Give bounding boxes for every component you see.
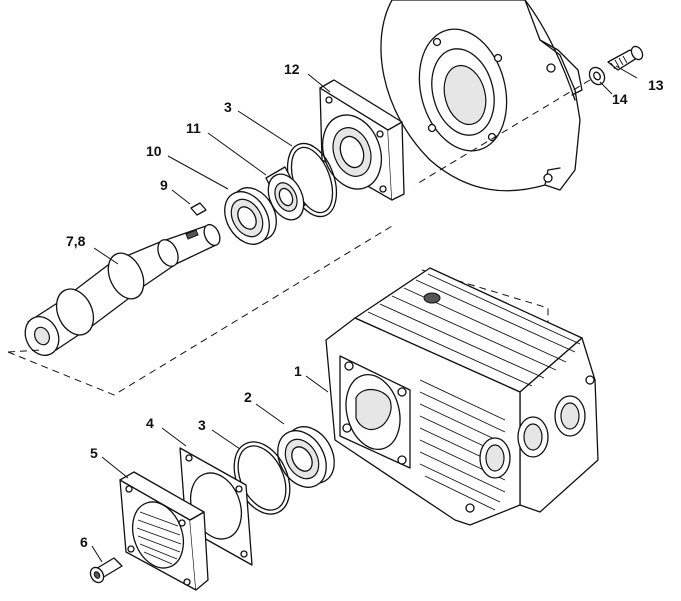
- callout-4: 4: [146, 415, 154, 431]
- screw-13: [607, 45, 644, 71]
- bearing-cover-5: [119, 471, 209, 591]
- callout-10: 10: [146, 143, 162, 159]
- motor-flange: [380, 0, 583, 192]
- axis-line-upper: [414, 79, 591, 186]
- callout-13: 13: [648, 77, 664, 93]
- crankshaft-7-8: [24, 223, 221, 356]
- bearing-10: [224, 187, 277, 245]
- screw-6: [89, 557, 123, 584]
- callout-3-lower: 3: [198, 417, 206, 433]
- callout-12: 12: [284, 61, 300, 77]
- key-9: [190, 202, 207, 216]
- callout-1: 1: [294, 363, 302, 379]
- callout-7-8: 7,8: [66, 233, 86, 249]
- callout-2: 2: [244, 389, 252, 405]
- callout-6: 6: [80, 534, 88, 550]
- seal-11: [265, 166, 306, 221]
- callout-14: 14: [612, 91, 628, 107]
- bearing-2: [277, 426, 335, 488]
- callout-labels: 1 2 3 3 4 5 6 7,8 9 10 11 12 13 14: [66, 61, 664, 550]
- crankcase-1: [325, 267, 599, 526]
- leader-lines: [91, 65, 638, 563]
- washer-14: [588, 66, 606, 86]
- bearing-flange-12: [319, 79, 405, 201]
- callout-11: 11: [186, 120, 201, 136]
- axis-line-lower: [7, 225, 393, 396]
- callout-5: 5: [90, 445, 98, 461]
- callout-3-upper: 3: [224, 99, 232, 115]
- callout-9: 9: [160, 177, 168, 193]
